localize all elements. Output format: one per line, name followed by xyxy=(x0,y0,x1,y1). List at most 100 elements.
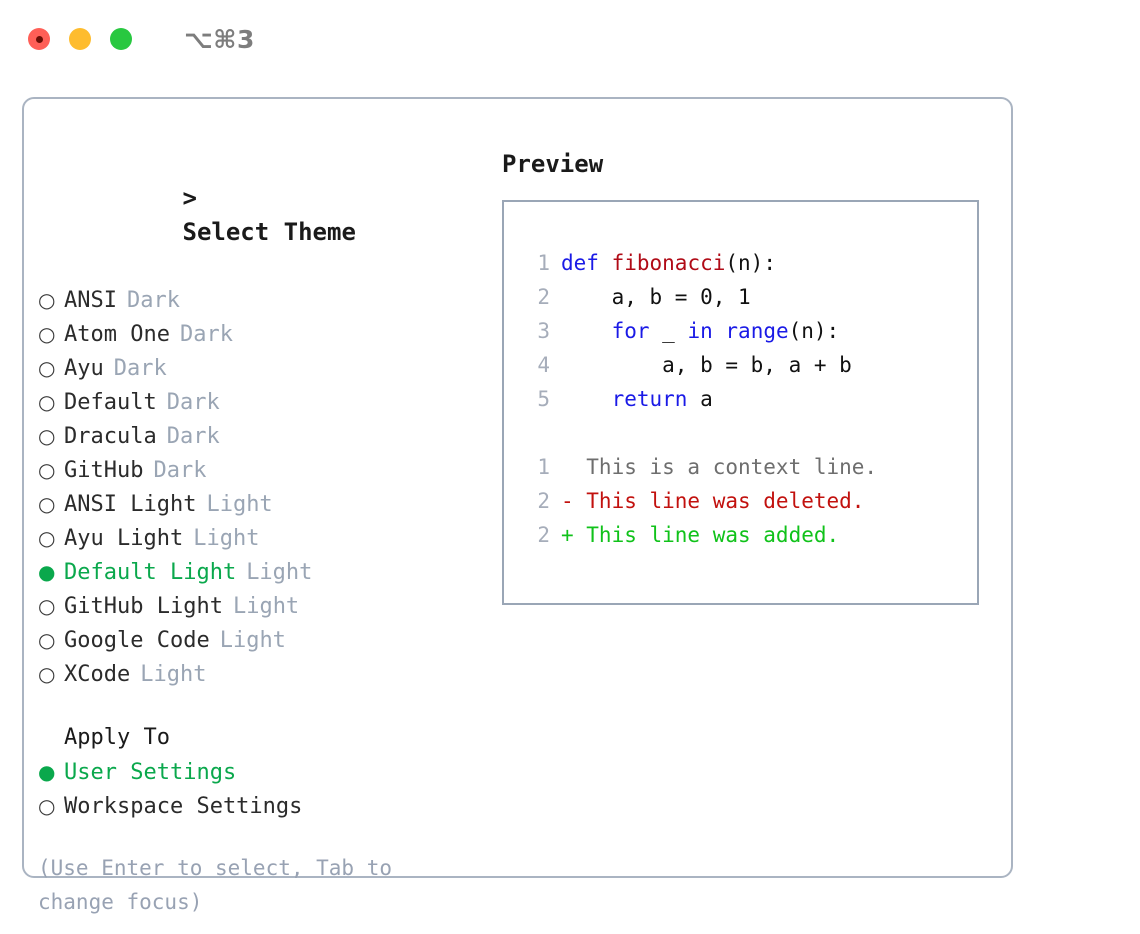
radio-unselected-icon: ○ xyxy=(38,288,56,312)
code-line-content: a, b = b, a + b xyxy=(561,348,852,382)
theme-option-label: Dracula xyxy=(64,424,157,449)
select-theme-title: Select Theme xyxy=(182,218,356,246)
code-line-content: return a xyxy=(561,382,713,416)
minimize-button[interactable] xyxy=(69,28,91,50)
code-token-plain xyxy=(599,251,612,275)
theme-option-label: Default xyxy=(64,390,157,415)
theme-option-label: ANSI Light xyxy=(64,492,197,517)
preview-box: 1 def fibonacci(n): 2 a, b = 0, 1 3 for _ i… xyxy=(502,200,979,605)
code-line-content: for _ in range(n): xyxy=(561,314,840,348)
diff-line-content: - This line was deleted. xyxy=(561,489,865,513)
diff-sample: 1 This is a context line.2- This line wa… xyxy=(522,450,977,552)
code-line-number: 3 xyxy=(537,319,550,343)
diff-line-number: 2 xyxy=(537,489,550,513)
radio-unselected-icon: ○ xyxy=(38,526,56,550)
preview-column: Preview 1 def fibonacci(n): 2 a, b = 0, 1 3… xyxy=(502,147,1002,605)
theme-option-category: Light xyxy=(193,526,260,551)
theme-option-category: Dark xyxy=(179,322,233,347)
diff-line-content: This is a context line. xyxy=(561,455,878,479)
radio-unselected-icon: ○ xyxy=(38,322,56,346)
code-line: 5 return a xyxy=(522,382,977,416)
code-token-plain: a xyxy=(687,387,713,411)
theme-option-github-light[interactable]: ○ GitHub Light Light xyxy=(38,589,478,623)
code-token-kw: in xyxy=(687,319,713,343)
code-token-kw: def xyxy=(561,251,599,275)
code-token-plain: _ xyxy=(649,319,688,343)
radio-unselected-icon: ○ xyxy=(38,794,56,818)
radio-selected-icon: ● xyxy=(38,560,56,584)
theme-option-category: Light xyxy=(232,594,300,619)
theme-option-dracula[interactable]: ○ Dracula Dark xyxy=(38,419,478,453)
code-token-plain xyxy=(561,319,612,343)
radio-unselected-icon: ○ xyxy=(38,424,56,448)
apply-to-option-list[interactable]: ●User Settings ○ Workspace Settings xyxy=(38,755,478,823)
diff-line-del: 2 - This line was deleted. xyxy=(522,484,977,518)
code-line-number: 1 xyxy=(537,251,550,275)
maximize-button[interactable] xyxy=(110,28,132,50)
theme-option-ansi[interactable]: ○ ANSI Dark xyxy=(38,283,478,317)
theme-option-category: Dark xyxy=(166,424,220,449)
theme-option-category: Light xyxy=(206,492,273,517)
code-token-kw: for xyxy=(611,319,650,343)
code-token-plain xyxy=(713,319,726,343)
theme-option-default[interactable]: ○ Default Dark xyxy=(38,385,478,419)
diff-line-content: + This line was added. xyxy=(561,523,840,547)
theme-option-label: Ayu xyxy=(64,356,104,381)
apply-to-option-user-settings[interactable]: ●User Settings xyxy=(38,755,478,789)
code-token-fn: fibonacci xyxy=(611,251,726,275)
code-token-plain: a, b = b, a + b xyxy=(561,353,852,377)
apply-to-title: Apply To xyxy=(64,725,170,750)
code-line: 4 a, b = b, a + b xyxy=(522,348,977,382)
theme-option-label: ANSI xyxy=(64,288,117,313)
diff-line-add: 2+ This line was added. xyxy=(522,518,977,552)
code-line-content: def fibonacci(n): xyxy=(561,246,776,280)
preview-title: Preview xyxy=(502,150,604,178)
theme-option-label: Ayu Light xyxy=(64,526,184,551)
theme-option-ansi-light[interactable]: ○ ANSI Light Light xyxy=(38,487,478,521)
help-hint-text: (Use Enter to select, Tab to change focu… xyxy=(38,856,393,914)
select-theme-header: > Select Theme xyxy=(38,147,478,283)
code-token-plain: a, b = 0, 1 xyxy=(561,285,751,309)
theme-option-category: Light xyxy=(219,628,286,653)
theme-option-ayu-light[interactable]: ○ Ayu Light Light xyxy=(38,521,478,555)
title-bar: ⌥⌘3 xyxy=(0,0,1140,78)
preview-gap xyxy=(522,416,977,450)
list-spacer xyxy=(38,691,478,721)
close-button[interactable] xyxy=(28,28,50,50)
code-line-number: 4 xyxy=(537,353,550,377)
theme-option-label: GitHub Light xyxy=(64,594,223,619)
radio-unselected-icon: ○ xyxy=(38,594,56,618)
code-token-kw: range xyxy=(725,319,789,343)
theme-option-label: Atom One xyxy=(64,322,170,347)
apply-to-option-label: Workspace Settings xyxy=(64,794,303,819)
theme-option-category: Dark xyxy=(113,356,167,381)
theme-option-github[interactable]: ○ GitHub Dark xyxy=(38,453,478,487)
prompt-caret-icon: > xyxy=(182,184,197,212)
theme-option-category: Dark xyxy=(166,390,220,415)
theme-option-category: Dark xyxy=(126,288,180,313)
radio-unselected-icon: ○ xyxy=(38,628,56,652)
theme-option-category: Dark xyxy=(153,458,207,483)
theme-option-label: GitHub xyxy=(64,458,144,483)
radio-unselected-icon: ○ xyxy=(38,492,56,516)
theme-option-atom-one[interactable]: ○ Atom One Dark xyxy=(38,317,478,351)
code-line-content: a, b = 0, 1 xyxy=(561,280,751,314)
theme-option-label: Default Light xyxy=(64,560,237,585)
code-line: 3 for _ in range(n): xyxy=(522,314,977,348)
code-line-number: 5 xyxy=(537,387,550,411)
radio-unselected-icon: ○ xyxy=(38,390,56,414)
keyboard-shortcut-label: ⌥⌘3 xyxy=(184,24,255,54)
code-token-kw: return xyxy=(611,387,688,411)
apply-to-option-label: User Settings xyxy=(64,760,237,785)
apply-to-option-workspace-settings[interactable]: ○ Workspace Settings xyxy=(38,789,478,823)
radio-unselected-icon: ○ xyxy=(38,458,56,482)
